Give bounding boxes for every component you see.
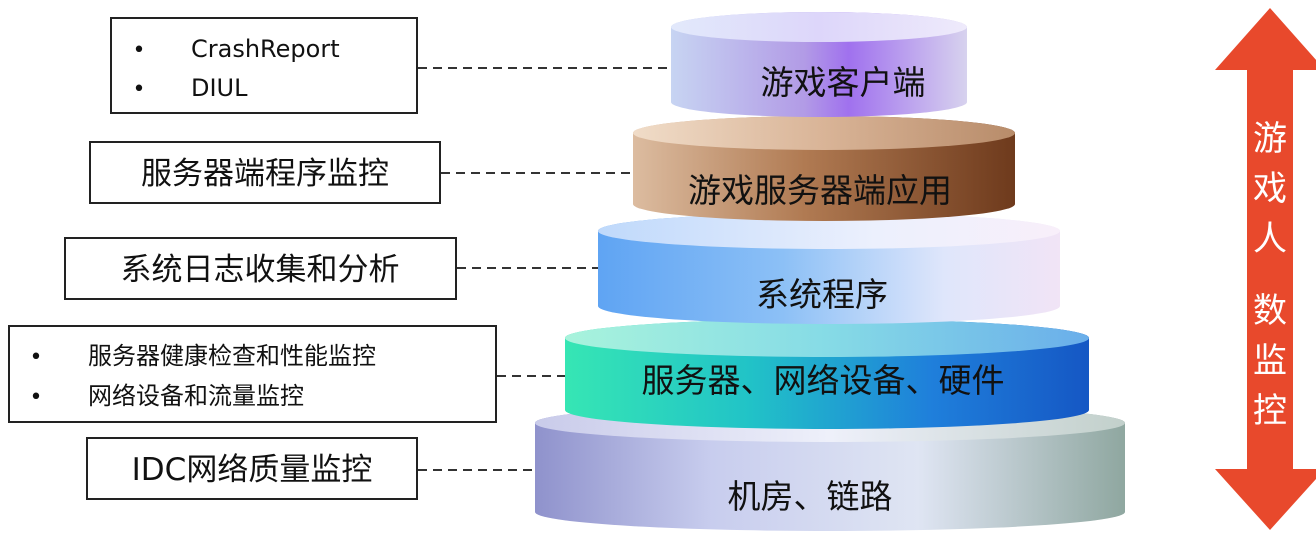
bullet-icon: • (30, 345, 43, 370)
arrow-char: 戏 (1253, 169, 1287, 209)
box-bullet-text: DIUL (191, 74, 248, 102)
layer-label: 机房、链路 (728, 477, 893, 516)
double-arrow-icon (1215, 8, 1316, 530)
layer-label: 游戏服务器端应用 (688, 171, 952, 210)
box-frame (64, 237, 457, 300)
box-bullet-text: 服务器健康检查和性能监控 (88, 342, 376, 370)
layer-client: 游戏客户端 (671, 12, 967, 117)
connectors (418, 67, 672, 471)
population-monitoring-arrow: 游 戏 人 数 监 控 (1215, 8, 1316, 530)
layer-hardware: 服务器、网络设备、硬件 (565, 319, 1089, 429)
layer-app-top (633, 116, 1015, 150)
bullet-icon: • (133, 77, 146, 102)
arrow-char: 控 (1253, 391, 1287, 431)
box-system: 系统日志收集和分析 (64, 237, 457, 300)
bullet-icon: • (133, 38, 146, 63)
box-frame (8, 325, 497, 423)
layer-client-top (671, 12, 967, 42)
box-app: 服务器端程序监控 (89, 141, 441, 204)
arrow-char: 人 (1253, 219, 1287, 259)
box-frame (86, 437, 418, 500)
box-hardware: • 服务器健康检查和性能监控 • 网络设备和流量监控 (8, 325, 497, 423)
layer-label: 服务器、网络设备、硬件 (642, 361, 1005, 400)
box-frame (110, 17, 418, 114)
layer-system: 系统程序 (598, 213, 1060, 324)
layer-system-top (598, 213, 1060, 249)
box-bullet-text: 网络设备和流量监控 (88, 382, 304, 410)
box-bullet-text: CrashReport (191, 35, 340, 63)
layer-app: 游戏服务器端应用 (633, 116, 1015, 221)
layer-label: 游戏客户端 (761, 63, 926, 102)
bullet-icon: • (30, 385, 43, 410)
arrow-char: 数 (1253, 291, 1287, 331)
box-client: • CrashReport • DIUL (110, 17, 418, 114)
arrow-char: 监 (1253, 341, 1287, 381)
box-text: 系统日志收集和分析 (121, 252, 400, 288)
box-text: 服务器端程序监控 (141, 156, 389, 192)
arrow-char: 游 (1253, 119, 1287, 159)
layer-hardware-top (565, 319, 1089, 357)
box-text: IDC网络质量监控 (132, 452, 373, 488)
layer-label: 系统程序 (756, 275, 888, 314)
box-idc: IDC网络质量监控 (86, 437, 418, 500)
box-frame (89, 141, 441, 204)
